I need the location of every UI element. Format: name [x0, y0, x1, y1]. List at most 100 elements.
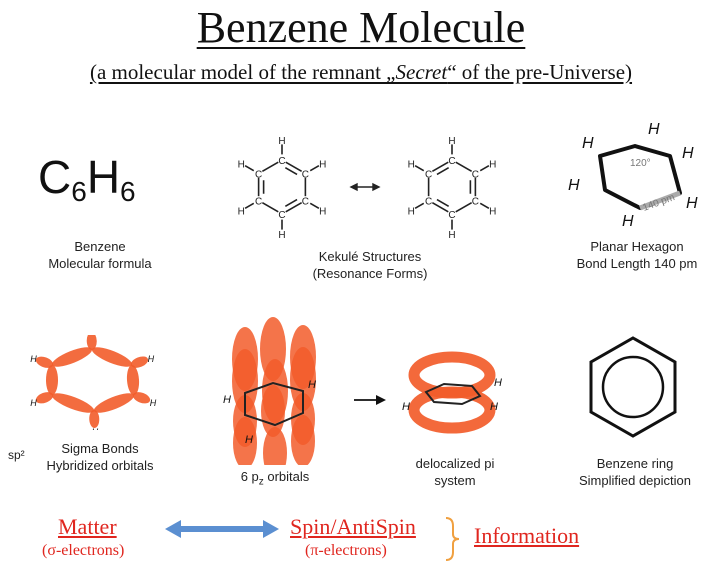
cc-bond — [285, 161, 303, 173]
svg-text:H: H — [622, 213, 634, 230]
svg-text:H: H — [648, 121, 660, 138]
svg-text:H: H — [402, 401, 410, 413]
matter-sub-label: (σ-electrons) — [42, 542, 125, 559]
pz-ring-outline — [244, 381, 304, 427]
cc-double-bond — [436, 198, 450, 207]
ch-sigma-lobe — [35, 392, 54, 404]
hydrogen-atom: H — [238, 160, 245, 171]
svg-text:H: H — [682, 145, 694, 162]
spin-label: Spin/AntiSpin — [290, 514, 416, 539]
angle-label: 120° — [630, 158, 651, 169]
sigma-lobe — [126, 364, 140, 396]
page-subtitle: (a molecular model of the remnant „Secre… — [0, 60, 722, 85]
pz-lobe-upper — [232, 349, 258, 413]
carbon-atom: C — [302, 197, 309, 208]
subtitle-suffix: “ of the pre-Universe) — [447, 60, 633, 84]
hydrogen-atom: H — [448, 136, 455, 147]
sigma-lobe — [93, 393, 135, 413]
hydrogen-atom: H — [408, 160, 415, 171]
spin-sub-label: (π-electrons) — [305, 542, 387, 559]
hydrogen-atom: H — [30, 398, 37, 408]
sp2-label: sp² — [8, 448, 25, 462]
ch-bond — [244, 202, 255, 209]
pz-lobe-lower — [233, 417, 257, 465]
carbon-atom: C — [278, 210, 285, 221]
ring-circle — [601, 355, 665, 419]
subtitle-prefix: (a molecular model of the remnant „ — [89, 60, 396, 84]
carbon-atom: C — [425, 197, 432, 208]
hydrogen-atom: H — [278, 230, 285, 241]
ch-bond — [309, 165, 320, 172]
carbon-atom: C — [302, 170, 309, 181]
hydrogen-atom: H — [150, 398, 157, 408]
pz-lobe-lower — [291, 415, 315, 465]
ch-sigma-lobe — [35, 356, 54, 368]
pz-lobe-upper — [290, 347, 316, 411]
hydrogen-atom: H — [148, 354, 155, 364]
carbon-atom: C — [448, 210, 455, 221]
hydrogen-atom: H — [489, 207, 496, 218]
carbon-atom: C — [425, 170, 432, 181]
sigma-lobe — [51, 347, 93, 367]
cc-double-bond — [284, 198, 298, 207]
carbon-atom: C — [255, 197, 262, 208]
ring-hexagon — [589, 336, 677, 438]
svg-text:H: H — [223, 394, 231, 406]
pz-orbital-lobes — [232, 317, 316, 465]
resonance-arrow-icon — [349, 182, 381, 192]
svg-text:H: H — [582, 135, 594, 152]
hydrogen-atom: H — [238, 207, 245, 218]
matter-label: Matter — [58, 514, 117, 539]
ch-bond — [479, 165, 490, 172]
cc-bond — [285, 201, 303, 213]
svg-text:H: H — [245, 434, 253, 446]
pi-hydrogens: H H H — [402, 377, 502, 413]
ch-bond — [414, 165, 425, 172]
cc-bond — [431, 201, 449, 213]
ch-bond — [309, 202, 320, 209]
curly-brace-icon — [445, 517, 460, 561]
page-title: Benzene Molecule — [196, 3, 526, 52]
pz-orbitals-diagram: H H H — [223, 317, 316, 465]
hydrogen-atom: H — [92, 427, 99, 430]
hexagon-hydrogens: H H H H H H — [568, 121, 698, 230]
hydrogen-atom: H — [448, 230, 455, 241]
kekule-caption: Kekulé Structures(Resonance Forms) — [312, 249, 428, 281]
information-label: Information — [474, 523, 580, 548]
ch-sigma-lobe — [132, 392, 151, 404]
hydrogen-atom: H — [489, 160, 496, 171]
pi-ring-outline — [424, 382, 482, 406]
carbon-atom: C — [448, 156, 455, 167]
pz-lobe-upper — [262, 359, 288, 423]
sigma-lobe — [91, 347, 133, 367]
measured-bond — [639, 190, 681, 211]
transition-arrow-icon — [354, 395, 386, 405]
cc-bond — [261, 161, 279, 173]
pz-caption: 6 pz orbitals — [240, 469, 310, 488]
sigma-lobe — [51, 393, 95, 413]
ch-bond — [479, 202, 490, 209]
svg-text:H: H — [490, 401, 498, 413]
sigma-lobe — [46, 365, 58, 395]
molecular-formula: C6H6 — [38, 151, 136, 207]
planar-hexagon: 120° 140 pm H H H H H H — [568, 121, 698, 230]
double-arrow-icon — [165, 520, 279, 538]
pz-hydrogens: H H H — [223, 379, 316, 446]
cc-bond — [261, 201, 279, 213]
svg-text:H: H — [494, 377, 502, 389]
cc-double-bond — [284, 167, 298, 176]
pz-lobe-lower — [263, 427, 287, 465]
carbon-atom: C — [255, 170, 262, 181]
pi-torus-bottom — [408, 386, 496, 434]
hydrogen-atom: H — [30, 354, 37, 364]
ch-sigma-lobe — [89, 409, 100, 428]
carbon-atom: C — [472, 170, 479, 181]
